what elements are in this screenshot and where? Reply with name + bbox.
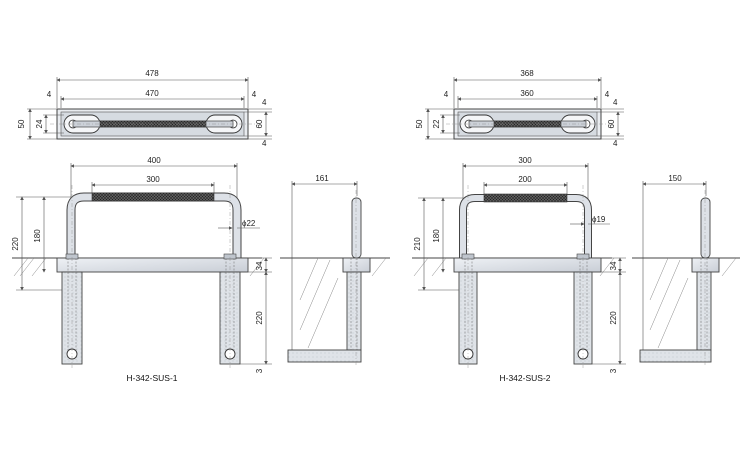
plan-span-dim: 470: [145, 89, 159, 98]
front-view-2: 300 200 210: [412, 156, 626, 383]
front-base-dim: 34: [609, 261, 618, 270]
plan-inner-dim: 60: [607, 119, 616, 128]
model-2: 368 360 4 4 50 22: [412, 69, 740, 383]
front-diameter-dim: ϕ19: [592, 215, 606, 224]
front-total-height-dim: 210: [413, 237, 422, 251]
front-knurl-dim: 200: [518, 175, 532, 184]
model-label: H-342-SUS-1: [126, 373, 177, 383]
model-label: H-342-SUS-2: [499, 373, 550, 383]
front-outer-width-dim: 300: [518, 156, 532, 165]
front-above-ground-dim: 180: [432, 229, 441, 243]
side-view-2: 150: [632, 174, 740, 366]
front-gap-dim: 3: [609, 368, 618, 373]
plan-edge-bottom-dim: 4: [262, 139, 267, 148]
front-outer-width-dim: 400: [147, 156, 161, 165]
plan-edge-top-dim: 4: [262, 98, 267, 107]
model-1: 478 470 4 4 50: [11, 69, 390, 383]
plan-edge-top-dim: 4: [613, 98, 618, 107]
plan-end-left-dim: 4: [47, 90, 52, 99]
plan-view-2: 368 360 4 4 50 22: [415, 69, 624, 148]
plan-inner-dim: 60: [255, 119, 264, 128]
front-above-ground-dim: 180: [33, 229, 42, 243]
plan-view-1: 478 470 4 4 50: [17, 69, 272, 148]
front-embed-dim: 220: [609, 311, 618, 325]
front-embed-dim: 220: [255, 311, 264, 325]
plan-slot-dim: 24: [35, 119, 44, 128]
plan-end-left-dim: 4: [444, 90, 449, 99]
front-knurl-dim: 300: [146, 175, 160, 184]
plan-height-dim: 50: [17, 119, 26, 128]
front-diameter-dim: ϕ22: [242, 219, 256, 228]
plan-edge-bottom-dim: 4: [613, 139, 618, 148]
side-depth-dim: 150: [668, 174, 682, 183]
plan-span-dim: 360: [520, 89, 534, 98]
side-depth-dim: 161: [315, 174, 329, 183]
plan-end-right-dim: 4: [252, 90, 257, 99]
plan-overall-dim: 368: [520, 69, 534, 78]
front-gap-dim: 3: [255, 368, 264, 373]
front-total-height-dim: 220: [11, 237, 20, 251]
front-base-dim: 34: [255, 261, 264, 270]
plan-slot-dim: 22: [432, 119, 441, 128]
plan-height-dim: 50: [415, 119, 424, 128]
side-view-1: 161: [280, 174, 390, 366]
front-view-1: 400 300: [11, 156, 272, 383]
plan-overall-dim: 478: [145, 69, 159, 78]
plan-end-right-dim: 4: [605, 90, 610, 99]
